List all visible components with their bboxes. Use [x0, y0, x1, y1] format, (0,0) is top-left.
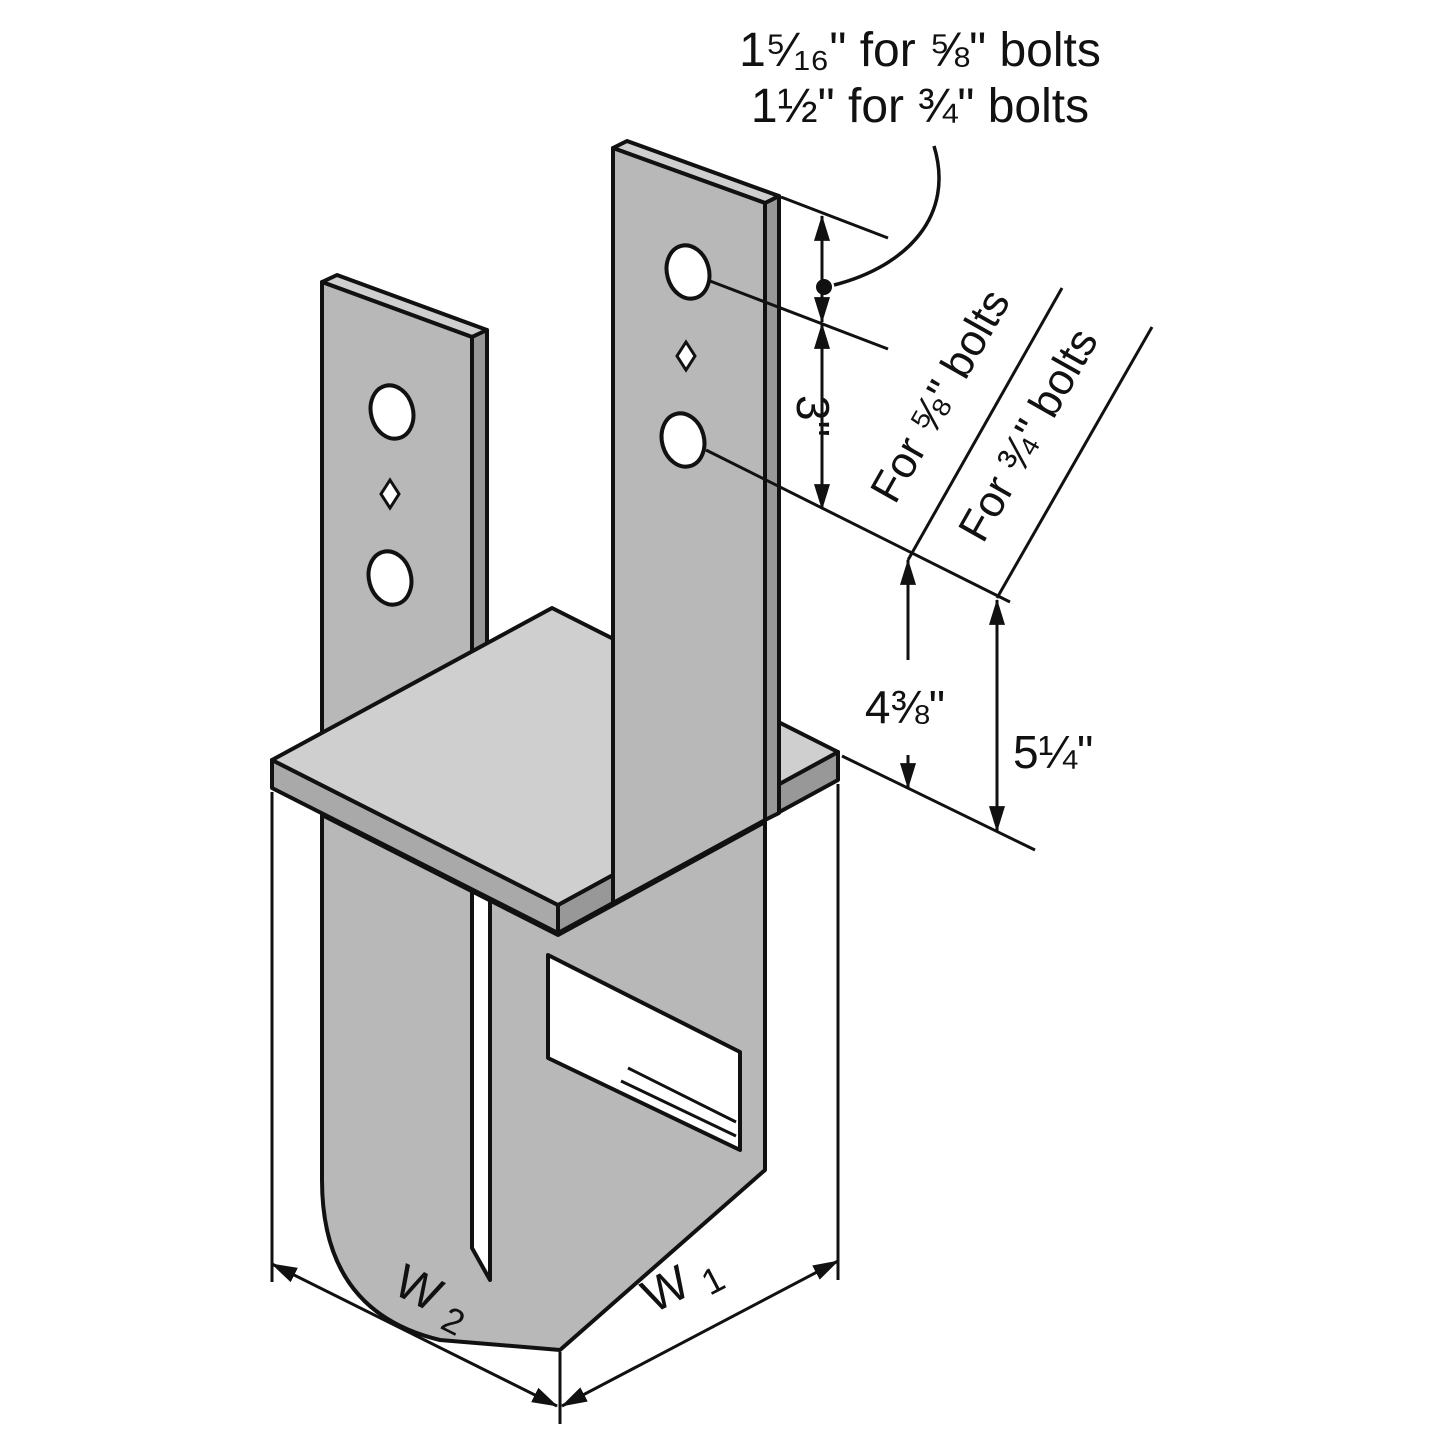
- bracket-body: [270, 139, 840, 1352]
- ext-line-upper-hole: [709, 279, 889, 351]
- w1-sub: 1: [695, 1257, 732, 1303]
- dim-line-w2: [271, 1262, 558, 1408]
- ref-line-34-bolts: [995, 326, 1154, 599]
- left-strap-bolt-hole-lower: [366, 549, 414, 607]
- dim-label-514: 5¼": [1013, 726, 1093, 778]
- top-note-leader-line: [833, 145, 941, 287]
- right-strap-side-face: [763, 194, 781, 822]
- ext-line-strap-top: [780, 195, 889, 240]
- left-strap-bolt-hole-upper: [368, 383, 416, 441]
- right-strap-bolt-hole-lower: [659, 411, 707, 469]
- ext-line-lower-hole: [705, 448, 1011, 604]
- right-strap-face: [611, 146, 767, 905]
- right-strap-bolt-hole-upper: [664, 243, 712, 301]
- top-note-leader-dot: [816, 279, 832, 295]
- ref-line-58-bolts: [906, 287, 1064, 561]
- right-strap-diamond-hole: [675, 339, 697, 373]
- top-note-line2: 1½" for ¾" bolts: [751, 80, 1089, 133]
- stirrup-inner-edge-line-2: [620, 1079, 737, 1138]
- ext-line-seat-top: [841, 754, 1036, 852]
- dim-label-438: 4⅜": [865, 681, 945, 733]
- left-strap-diamond-hole: [379, 477, 401, 511]
- stirrup-inner-edge-line-1: [627, 1066, 737, 1124]
- top-note-line1: 1⁵⁄₁₆" for ⅝" bolts: [739, 24, 1101, 77]
- dim-line-w1: [561, 1259, 839, 1408]
- dim-label-hole-spacing: 3": [787, 395, 839, 437]
